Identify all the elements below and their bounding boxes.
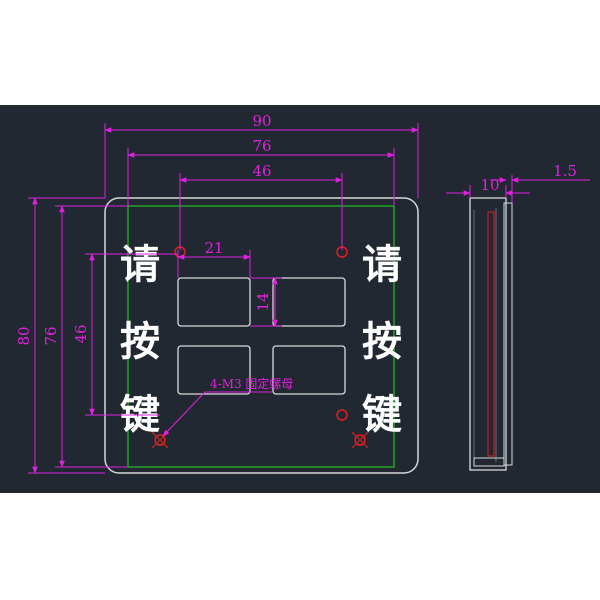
dim-width-total: 90 — [252, 112, 271, 130]
dim-height-total: 80 — [15, 326, 33, 345]
left-label-char: 按 — [120, 318, 160, 365]
key-slot-icon — [177, 277, 251, 327]
right-label-char: 键 — [362, 391, 402, 438]
right-label-column: 请 按 键 — [362, 241, 402, 438]
key-slot-icon — [272, 345, 346, 395]
callout-label: 4-M3 固定螺母 — [210, 376, 293, 391]
side-dimension-lines — [446, 175, 590, 203]
inner-frame — [127, 205, 395, 468]
dim-height-keys: 46 — [72, 324, 90, 343]
side-flange — [503, 202, 513, 466]
dim-height-mount: 76 — [42, 326, 60, 345]
panel-outline — [104, 197, 419, 474]
right-label-char: 请 — [362, 241, 402, 288]
dim-key-width: 21 — [204, 239, 223, 257]
side-body — [469, 197, 507, 471]
side-view — [469, 197, 513, 471]
key-slot-icon — [177, 345, 251, 395]
left-label-column: 请 按 键 — [120, 241, 160, 438]
dimension-lines — [28, 123, 419, 474]
dim-width-keys: 46 — [252, 162, 271, 180]
dim-depth: 10 — [480, 176, 499, 194]
dim-width-mount: 76 — [252, 137, 271, 155]
dim-flange: 1.5 — [553, 162, 577, 180]
side-red-strip — [487, 211, 495, 457]
dim-key-height: 14 — [254, 292, 272, 311]
right-label-char: 按 — [362, 318, 402, 365]
callout: 4-M3 固定螺母 — [162, 376, 293, 437]
drawing-canvas — [0, 105, 600, 493]
mounting-hole-icon — [336, 409, 348, 421]
mounting-hole-icon — [351, 431, 369, 449]
left-label-char: 请 — [120, 241, 160, 288]
